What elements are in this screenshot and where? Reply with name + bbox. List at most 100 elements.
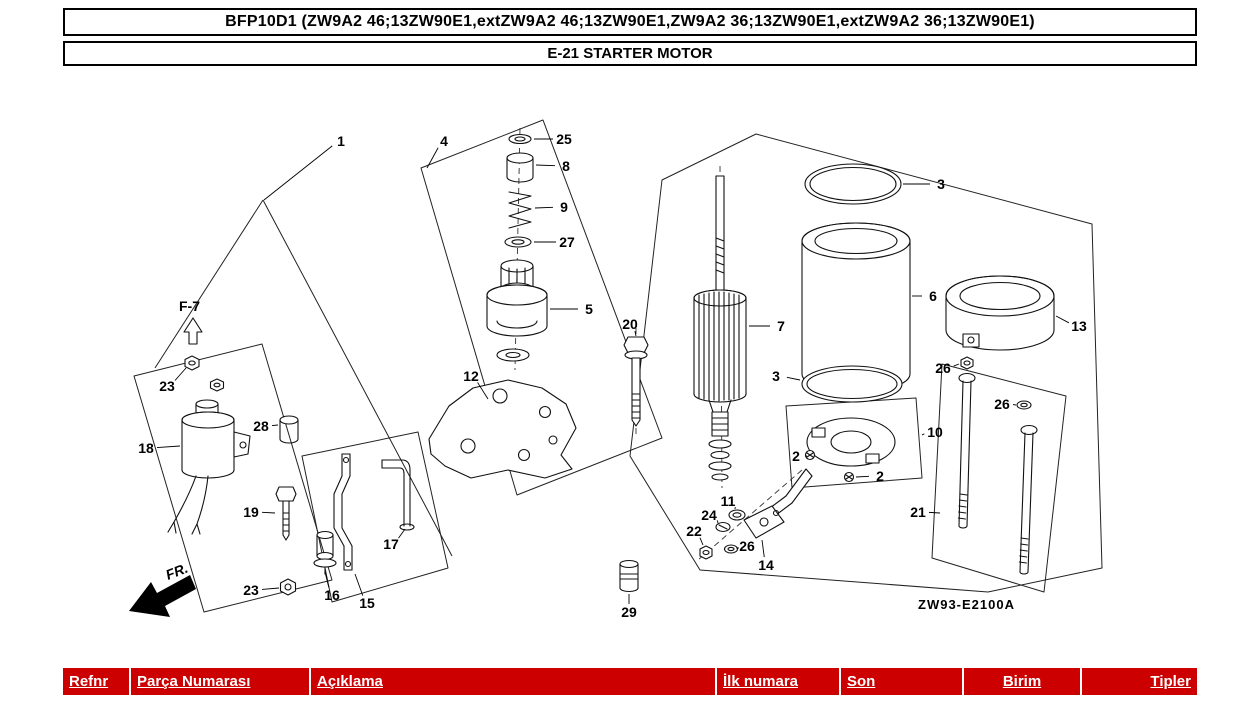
callout-number: 3	[772, 368, 780, 384]
callout-leader	[929, 512, 940, 513]
callout-number: 28	[253, 418, 269, 434]
callout-number: 3	[937, 176, 945, 192]
fr-arrow-icon	[129, 575, 196, 617]
column-aciklama-link[interactable]: Açıklama	[317, 673, 383, 690]
callout-number: 13	[1071, 318, 1087, 334]
screw-2a	[806, 451, 815, 460]
washer-11	[729, 510, 745, 520]
column-refnr: Refnr	[63, 668, 129, 695]
view-reference-label: F-7	[179, 298, 200, 314]
column-birim: Birim	[964, 668, 1080, 695]
column-ilk-numara-link[interactable]: İlk numara	[723, 673, 798, 690]
armature	[694, 176, 746, 480]
callout-leader	[762, 540, 764, 557]
callout-number: 20	[622, 316, 638, 332]
callout-number: 26	[935, 360, 951, 376]
nut-22	[700, 546, 712, 559]
fr-direction: FR.	[129, 560, 196, 617]
column-tipler-link[interactable]: Tipler	[1150, 673, 1191, 690]
callout-leader	[262, 588, 279, 589]
callout-number: 4	[440, 133, 448, 149]
nut-23b	[281, 579, 296, 595]
view-reference-f7: F-7	[179, 298, 202, 344]
callout-number: 6	[929, 288, 937, 304]
column-birim-link[interactable]: Birim	[1003, 673, 1041, 690]
callout-leader	[325, 572, 329, 587]
callout-number: 18	[138, 440, 154, 456]
through-bolt-a	[958, 374, 975, 529]
callout-leader	[427, 148, 438, 168]
pinion-assembly	[487, 135, 547, 362]
callout-number: 15	[359, 595, 375, 611]
callout-leader	[262, 512, 275, 513]
centerlines	[515, 128, 802, 560]
bracket-14	[744, 506, 784, 538]
grommet-29	[620, 561, 638, 592]
callout-number: 22	[686, 523, 702, 539]
callout-number: 26	[994, 396, 1010, 412]
tube-17	[382, 460, 414, 530]
column-tipler: Tipler	[1082, 668, 1197, 695]
fitting-16	[314, 532, 336, 575]
callout-number: 26	[739, 538, 755, 554]
column-parca-numarasi-link[interactable]: Parça Numarası	[137, 673, 250, 690]
callout-leader	[1056, 316, 1069, 323]
catalog-model-header: BFP10D1 (ZW9A2 46;13ZW90E1,extZW9A2 46;1…	[63, 8, 1197, 36]
callout-number: 23	[243, 582, 259, 598]
callout-number: 2	[792, 448, 800, 464]
callout-leader	[535, 207, 553, 208]
callout-number: 16	[324, 587, 340, 603]
nut-23a	[185, 356, 199, 370]
callout-leader	[175, 368, 186, 380]
mounting-bracket	[429, 380, 576, 478]
callout-number: 1	[337, 133, 345, 149]
callout-number: 23	[159, 378, 175, 394]
column-aciklama: Açıklama	[311, 668, 715, 695]
exploded-parts-diagram: F-7 FR. ZW93-E2100A 14258927356713201232…	[0, 8, 1260, 702]
washer-26b	[1017, 401, 1031, 409]
callout-number: 29	[621, 604, 637, 620]
callout-number: 19	[243, 504, 259, 520]
callout-leader	[272, 425, 278, 426]
o-ring-top	[805, 164, 901, 204]
callout-leader	[717, 520, 718, 523]
callout-number: 14	[758, 557, 774, 573]
callout-number: 24	[701, 507, 717, 523]
callout-leader	[536, 165, 555, 166]
callout-leader	[399, 529, 405, 538]
end-cap	[946, 276, 1054, 350]
column-refnr-link[interactable]: Refnr	[69, 673, 108, 690]
parts-table-header: Refnr Parça Numarası Açıklama İlk numara…	[63, 668, 1197, 695]
nut-26a	[961, 357, 973, 369]
callout-number: 9	[560, 199, 568, 215]
callout-leader	[157, 446, 180, 448]
screw-2b	[845, 473, 854, 482]
callout-number: 17	[383, 536, 399, 552]
callout-leader	[355, 574, 363, 596]
callout-leader	[264, 146, 332, 200]
callout-number: 21	[910, 504, 926, 520]
group-boundaries	[134, 120, 1102, 612]
bolt-19	[276, 487, 296, 540]
column-ilk-numara: İlk numara	[717, 668, 839, 695]
bracket-15	[334, 454, 352, 570]
callout-number: 10	[927, 424, 943, 440]
callout-leader	[856, 476, 869, 477]
callout-number: 25	[556, 131, 572, 147]
up-arrow-icon	[184, 318, 202, 344]
callout-leader	[922, 434, 924, 435]
callout-leader	[787, 377, 800, 380]
column-son-link[interactable]: Son	[847, 673, 875, 690]
callout-number: 8	[562, 158, 570, 174]
callout-number: 5	[585, 301, 593, 317]
callout-number: 27	[559, 234, 575, 250]
section-title-header: E-21 STARTER MOTOR	[63, 41, 1197, 66]
through-bolt-b	[1019, 426, 1037, 575]
solenoid	[168, 400, 250, 534]
column-son: Son	[841, 668, 962, 695]
bolt-20	[624, 337, 648, 426]
brush-holder	[807, 418, 895, 466]
nut-23a2	[211, 379, 224, 391]
washer-26c	[725, 545, 738, 553]
